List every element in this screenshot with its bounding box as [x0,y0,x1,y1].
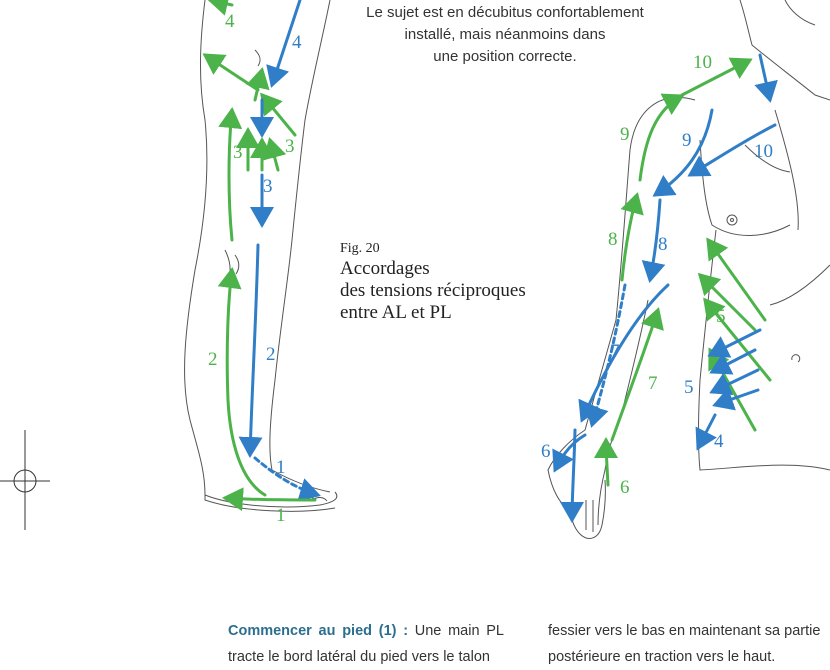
torso-label-5-blue: 5 [684,377,694,398]
leg-label-4-green: 4 [225,11,235,32]
leg-label-4-blue: 4 [292,32,302,53]
arm-label-7-blue: 7 [610,341,620,362]
torso-outline [547,0,830,539]
arm-label-10-green: 10 [693,52,712,73]
leg-label-1-green: 1 [276,505,286,526]
note-line-2: installé, mais néanmoins dans [404,26,606,43]
arm-label-8-green: 8 [608,229,618,250]
arm-numbers: 10 10 9 9 8 8 7 7 6 6 5 5 4 [541,52,773,498]
note-line-1: Le sujet est en décubitus confortablemen… [366,4,644,21]
registration-mark [0,430,50,530]
arm-label-9-green: 9 [620,124,630,145]
figure-caption: Fig. 20 Accordages des tensions réciproq… [340,240,590,324]
figure-title-line-2: des tensions réciproques [340,280,526,301]
leg-label-2-blue: 2 [266,344,276,365]
leg-numbers: 4 4 3 3 3 2 2 1 1 [208,11,302,526]
arm-label-9-blue: 9 [682,130,692,151]
arm-label-7-green: 7 [648,373,658,394]
paragraph-lead: Commencer au pied (1) : [228,623,409,639]
position-note: Le sujet est en décubitus confortablemen… [340,2,670,68]
note-line-3: une position correcte. [433,48,577,65]
figure-title-line-1: Accordages [340,258,430,279]
body-column-left: Commencer au pied (1) : Une main PL trac… [228,618,504,670]
paragraph-body-right: fessier vers le bas en maintenant sa par… [548,623,821,665]
arm-label-8-blue: 8 [658,234,668,255]
leg-label-3-green-right: 3 [285,136,295,157]
leg-label-3-green: 3 [233,142,243,163]
torso-label-5-green: 5 [716,306,726,327]
leg-label-2-green: 2 [208,349,218,370]
leg-label-3-blue: 3 [263,176,273,197]
figure-number: Fig. 20 [340,241,380,256]
arm-label-10-blue: 10 [754,141,773,162]
arm-arrows [552,53,778,523]
arm-label-6-green: 6 [620,477,630,498]
body-column-right: fessier vers le bas en maintenant sa par… [548,618,830,670]
figure-title-line-3: entre AL et PL [340,302,452,323]
leg-arrows [202,0,321,512]
leg-label-1-blue: 1 [276,457,286,478]
arm-label-6-blue: 6 [541,441,551,462]
torso-label-4-blue: 4 [714,431,724,452]
